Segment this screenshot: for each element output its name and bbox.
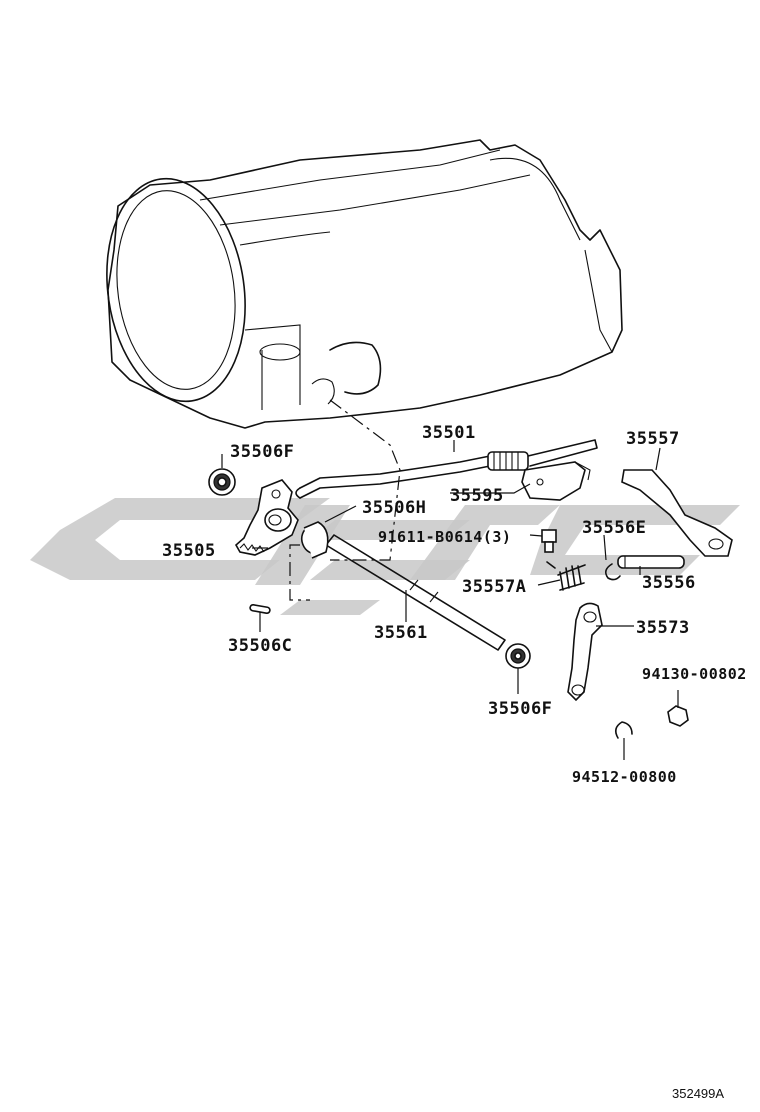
label-35506F-top: 35506F	[230, 442, 294, 462]
shift-cable	[295, 439, 598, 499]
label-35556: 35556	[642, 573, 696, 593]
nut-94130	[667, 705, 689, 727]
label-35557A: 35557A	[462, 577, 526, 597]
detent-lever-35505	[234, 479, 299, 556]
label-91611: 91611-B0614(3)	[378, 528, 511, 546]
spring-35557A	[546, 561, 586, 591]
label-35595: 35595	[450, 486, 504, 506]
label-35506H: 35506H	[362, 498, 426, 518]
shaft-35561	[325, 534, 506, 651]
clip-35556E	[604, 563, 621, 581]
label-94512: 94512-00800	[572, 768, 677, 786]
pin-35556	[617, 555, 685, 569]
label-35557: 35557	[626, 429, 680, 449]
label-35501: 35501	[422, 423, 476, 443]
label-35505: 35505	[162, 541, 216, 561]
pin-35506C	[249, 603, 271, 615]
label-35506F-bottom: 35506F	[488, 699, 552, 719]
clip-94512	[614, 721, 633, 739]
centerline-2	[289, 544, 310, 601]
label-35561: 35561	[374, 623, 428, 643]
figure-code: 352499A	[672, 1086, 724, 1101]
seal-35506F-bottom	[505, 643, 531, 669]
label-94130: 94130-00802	[642, 665, 747, 683]
label-35556E: 35556E	[582, 518, 646, 538]
label-35506C: 35506C	[228, 636, 292, 656]
leader-lines	[221, 440, 679, 760]
rod-35573	[567, 602, 603, 702]
label-35573: 35573	[636, 618, 690, 638]
transmission-case	[106, 139, 623, 429]
seal-35506H	[300, 521, 329, 559]
cable-bracket	[521, 461, 591, 501]
lever-35557	[621, 469, 733, 557]
centerline-1	[329, 399, 401, 561]
seal-35506F-top	[208, 468, 236, 496]
